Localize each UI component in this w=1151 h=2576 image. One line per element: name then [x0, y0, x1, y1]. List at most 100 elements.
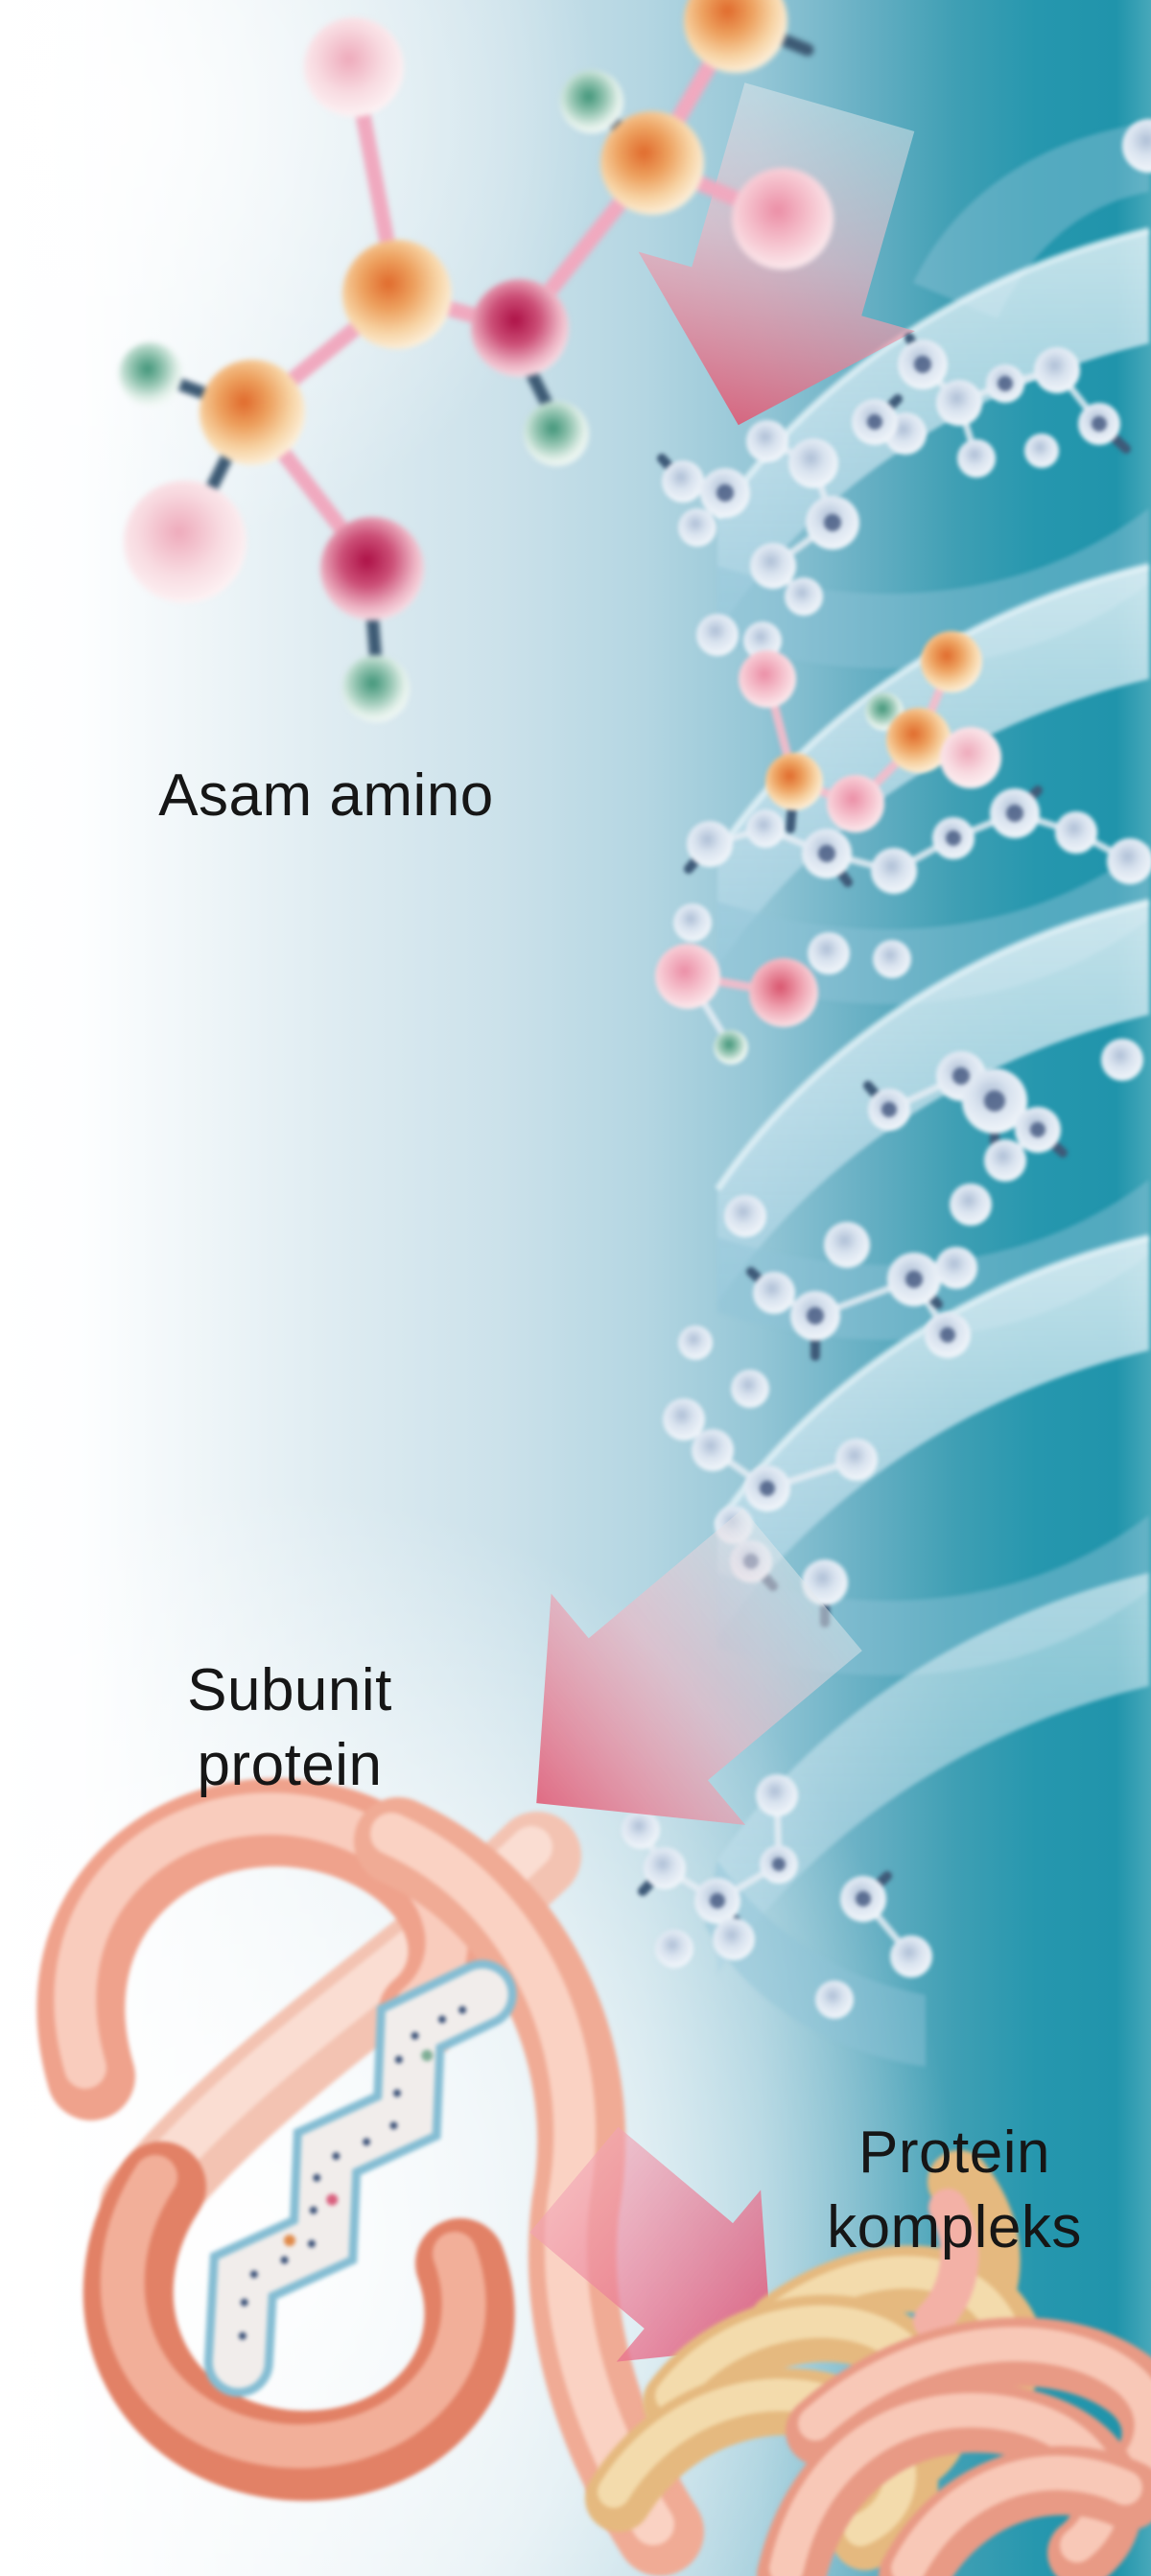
atom-sphere — [818, 845, 835, 862]
subunit-protein-model — [36, 1778, 704, 2576]
atom-sphere — [940, 1327, 955, 1343]
mini-helix-atom — [421, 2049, 434, 2062]
ribbon-segment — [715, 562, 1150, 855]
atom-sphere — [394, 2055, 403, 2064]
atom-sphere — [678, 508, 716, 547]
bond-segment — [523, 363, 555, 414]
amino-acid-model — [119, 0, 834, 722]
background-white-glow-top — [0, 0, 604, 556]
ribbon-segment — [891, 2455, 1142, 2576]
ribbon-segment — [715, 898, 1150, 1191]
atom-sphere — [687, 821, 733, 867]
atom-sphere — [692, 1429, 734, 1471]
helix-molecules — [622, 119, 1151, 2019]
atom-sphere — [824, 1222, 870, 1268]
atom-sphere — [1030, 1122, 1045, 1137]
atom-sphere — [249, 2270, 258, 2279]
label-subunit-line1: Subunit — [187, 1657, 392, 1723]
bond-segment — [365, 607, 383, 668]
label-asam-amino: Asam amino — [158, 762, 494, 829]
atom-sphere — [957, 439, 996, 478]
atom-sphere — [914, 356, 931, 373]
atom-sphere — [1034, 347, 1080, 393]
atom-sphere — [560, 70, 623, 133]
amino-acid-atoms — [119, 0, 834, 722]
atom-sphere — [280, 2256, 289, 2264]
atom-sphere — [984, 1090, 1005, 1112]
atom-sphere — [867, 414, 882, 430]
atom-sphere — [342, 655, 410, 722]
atom-sphere — [655, 1930, 693, 1968]
atom-sphere — [713, 1918, 755, 1960]
label-subunit-line2: protein — [197, 1732, 382, 1798]
atom-sphere — [696, 614, 739, 656]
ribbon-segment — [717, 1573, 1149, 1974]
atom-sphere — [655, 944, 720, 1009]
atom-sphere — [827, 775, 884, 832]
atom-sphere — [940, 727, 1001, 788]
atom-sphere — [119, 342, 182, 406]
atom-sphere — [731, 1370, 769, 1408]
atom-sphere — [724, 1195, 766, 1237]
mini-helix-atom — [326, 2193, 339, 2206]
atom-sphere — [815, 1980, 854, 2019]
atom-sphere — [644, 1847, 686, 1889]
embedded-mini-helix — [203, 1959, 517, 2398]
ribbon-segment — [717, 1237, 1149, 1638]
atom-sphere — [746, 809, 785, 848]
atom-sphere — [886, 708, 951, 773]
atom-sphere — [716, 484, 734, 502]
atom-sphere — [363, 2138, 371, 2146]
ribbon-segment — [212, 1968, 508, 2389]
ribbon-segment — [798, 2327, 1151, 2508]
atom-sphere — [998, 376, 1013, 391]
atom-sphere — [856, 1891, 871, 1907]
atom-sphere — [622, 1811, 660, 1849]
atom-sphere — [952, 1067, 970, 1085]
atom-sphere — [240, 2298, 248, 2307]
atom-sphere — [411, 2031, 419, 2040]
atom-sphere — [936, 380, 982, 426]
atom-sphere — [714, 1030, 748, 1065]
atom-sphere — [772, 1858, 786, 1871]
ribbon-segment — [913, 123, 1149, 318]
atom-sphere — [320, 517, 424, 621]
mini-helix-atom — [283, 2235, 295, 2247]
diagram-labels: Asam amino Subunit protein Protein kompl… — [158, 762, 1081, 2260]
atom-sphere — [389, 2121, 398, 2130]
atom-sphere — [785, 577, 823, 616]
atom-sphere — [935, 1247, 977, 1289]
atom-sphere — [765, 753, 823, 810]
atom-sphere — [662, 460, 704, 503]
atom-sphere — [124, 480, 247, 603]
atom-sphere — [873, 940, 911, 978]
atom-sphere — [788, 438, 838, 488]
atom-sphere — [238, 2331, 247, 2340]
mini-helix-dots — [238, 2005, 467, 2340]
atom-sphere — [750, 543, 796, 589]
atom-sphere — [678, 1325, 713, 1360]
atom-sphere — [746, 420, 788, 462]
atom-sphere — [808, 932, 850, 974]
ribbon-segment — [717, 566, 1149, 967]
atom-sphere — [807, 1307, 824, 1324]
atom-sphere — [743, 621, 782, 660]
atom-sphere — [684, 0, 787, 73]
atom-sphere — [824, 514, 841, 531]
atom-sphere — [921, 631, 982, 692]
atom-sphere — [1024, 433, 1059, 468]
atom-sphere — [309, 2206, 317, 2214]
atom-sphere — [673, 903, 712, 942]
atom-sphere — [871, 848, 917, 894]
atom-sphere — [710, 1893, 725, 1909]
ribbon-segment — [717, 230, 1149, 631]
atom-sphere — [749, 958, 818, 1027]
atom-sphere — [732, 168, 834, 269]
atom-sphere — [458, 2005, 467, 2014]
atom-sphere — [890, 1935, 932, 1978]
atom-sphere — [437, 2015, 446, 2024]
atom-sphere — [600, 111, 704, 215]
atom-sphere — [663, 1398, 705, 1440]
atom-sphere — [905, 1271, 923, 1288]
